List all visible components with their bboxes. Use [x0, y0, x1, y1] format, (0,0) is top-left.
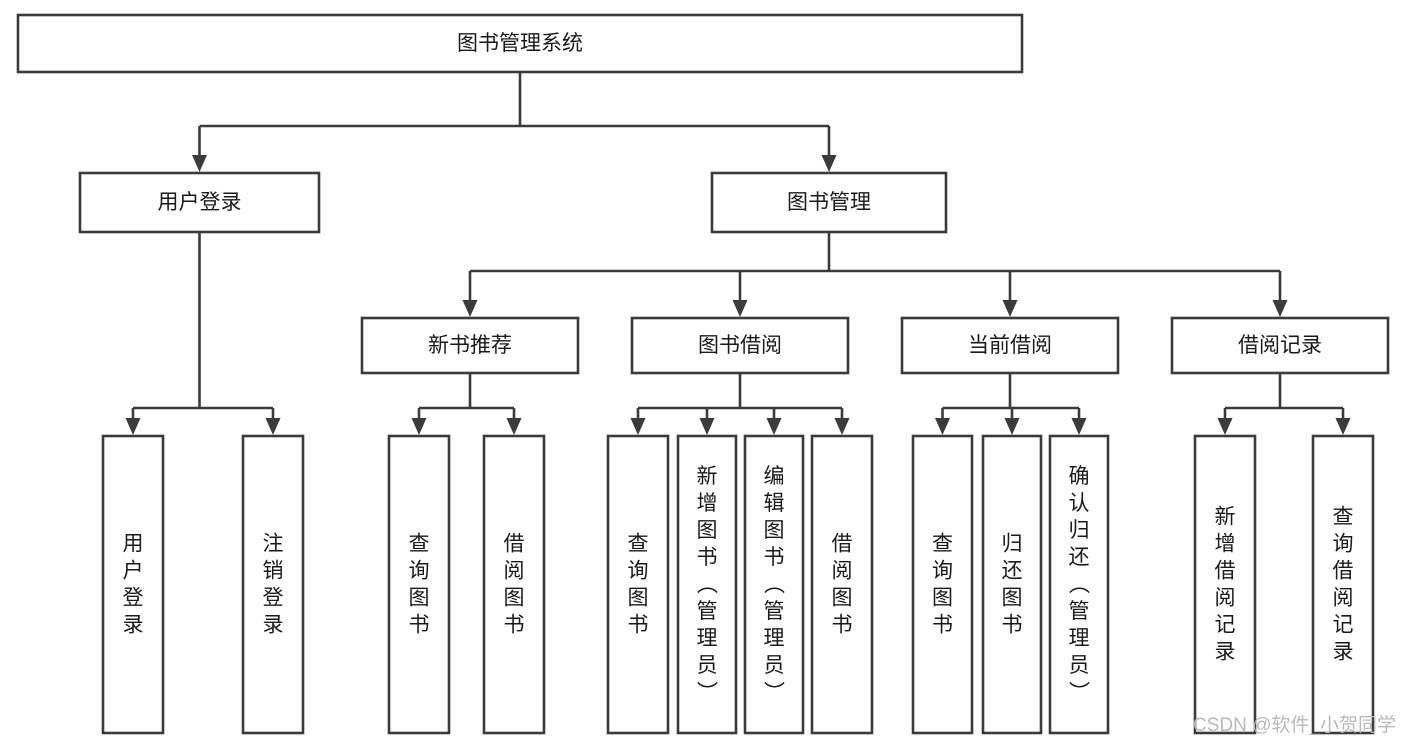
- arrow-head-icon: [834, 418, 850, 435]
- node-label-user-logout: 注销登录: [263, 533, 284, 637]
- node-label-add-borrow-record: 新增借阅记录: [1215, 506, 1236, 664]
- node-label-add-book: 新增图书（管理员）: [697, 465, 719, 704]
- arrow-head-icon: [1004, 418, 1020, 435]
- node-label-root: 图书管理系统: [457, 32, 583, 55]
- node-label-user-login: 用户登录: [158, 191, 242, 214]
- arrow-head-icon: [1071, 418, 1087, 435]
- arrow-head-icon: [821, 155, 837, 172]
- node-add-book[interactable]: 新增图书（管理员）: [676, 434, 738, 735]
- csdn-watermark: CSDN @软件_小贺同学: [1193, 714, 1396, 736]
- node-box-query-book-3[interactable]: [911, 434, 974, 735]
- node-user-login-do[interactable]: 用户登录: [101, 434, 165, 735]
- arrow-head-icon: [1002, 300, 1018, 317]
- node-box-confirm-return[interactable]: [1048, 434, 1110, 735]
- node-edit-book[interactable]: 编辑图书（管理员）: [743, 434, 805, 735]
- node-label-edit-book: 编辑图书（管理员）: [764, 465, 786, 704]
- node-book-manage[interactable]: 图书管理: [710, 171, 948, 234]
- arrow-head-icon: [265, 418, 281, 435]
- arrow-head-icon: [699, 418, 715, 435]
- node-label-book-borrow: 图书借阅: [698, 334, 782, 357]
- node-label-current-borrow: 当前借阅: [968, 334, 1052, 357]
- node-label-query-book-3: 查询图书: [932, 533, 953, 637]
- node-label-new-book-rec: 新书推荐: [428, 334, 512, 357]
- node-box-borrow-book-2[interactable]: [810, 434, 874, 735]
- node-label-query-book-2: 查询图书: [628, 533, 649, 637]
- arrow-head-icon: [935, 418, 950, 435]
- arrow-head-icon: [1272, 300, 1288, 317]
- node-new-book-rec[interactable]: 新书推荐: [360, 316, 580, 375]
- node-add-borrow-record[interactable]: 新增借阅记录: [1193, 434, 1257, 735]
- node-current-borrow[interactable]: 当前借阅: [900, 316, 1120, 375]
- node-book-borrow[interactable]: 图书借阅: [630, 316, 850, 375]
- node-box-query-book-1[interactable]: [387, 434, 451, 735]
- node-layer: 图书管理系统用户登录用户登录注销登录图书管理新书推荐查询图书借阅图书图书借阅查询…: [16, 13, 1390, 735]
- node-return-book[interactable]: 归还图书: [981, 434, 1043, 735]
- node-user-login[interactable]: 用户登录: [78, 171, 321, 234]
- node-label-query-book-1: 查询图书: [409, 533, 430, 637]
- node-query-book-1[interactable]: 查询图书: [387, 434, 451, 735]
- arrow-head-icon: [732, 300, 748, 317]
- node-box-user-login-do[interactable]: [101, 434, 165, 735]
- node-borrow-record[interactable]: 借阅记录: [1170, 316, 1390, 375]
- arrow-head-icon: [411, 418, 427, 435]
- node-box-new-book-rec[interactable]: [360, 316, 580, 375]
- node-box-user-login[interactable]: [78, 171, 321, 234]
- node-label-borrow-book-1: 借阅图书: [504, 533, 525, 637]
- node-box-query-book-2[interactable]: [606, 434, 670, 735]
- node-box-book-borrow[interactable]: [630, 316, 850, 375]
- node-label-query-borrow-record: 查询借阅记录: [1333, 506, 1354, 664]
- node-label-confirm-return: 确认归还（管理员）: [1069, 465, 1091, 704]
- node-box-add-borrow-record[interactable]: [1193, 434, 1257, 735]
- node-box-borrow-book-1[interactable]: [482, 434, 546, 735]
- node-box-edit-book[interactable]: [743, 434, 805, 735]
- node-label-borrow-book-2: 借阅图书: [832, 533, 853, 637]
- node-query-book-3[interactable]: 查询图书: [911, 434, 974, 735]
- arrow-head-icon: [125, 418, 141, 435]
- node-box-book-manage[interactable]: [710, 171, 948, 234]
- node-user-logout[interactable]: 注销登录: [241, 434, 305, 735]
- arrow-head-icon: [1217, 418, 1233, 435]
- connector-layer: [125, 72, 1351, 435]
- node-box-borrow-record[interactable]: [1170, 316, 1390, 375]
- node-label-user-login-do: 用户登录: [123, 533, 144, 637]
- arrow-head-icon: [192, 155, 207, 172]
- arrow-head-icon: [1335, 418, 1351, 435]
- node-box-current-borrow[interactable]: [900, 316, 1120, 375]
- arrow-head-icon: [506, 418, 522, 435]
- node-query-borrow-record[interactable]: 查询借阅记录: [1311, 434, 1375, 735]
- node-borrow-book-1[interactable]: 借阅图书: [482, 434, 546, 735]
- node-query-book-2[interactable]: 查询图书: [606, 434, 670, 735]
- arrow-head-icon: [766, 418, 782, 435]
- arrow-head-icon: [630, 418, 646, 435]
- node-box-query-borrow-record[interactable]: [1311, 434, 1375, 735]
- node-box-return-book[interactable]: [981, 434, 1043, 735]
- node-label-borrow-record: 借阅记录: [1238, 334, 1322, 357]
- node-box-root[interactable]: [16, 13, 1024, 74]
- node-box-user-logout[interactable]: [241, 434, 305, 735]
- node-box-add-book[interactable]: [676, 434, 738, 735]
- arrow-head-icon: [462, 300, 478, 317]
- node-root[interactable]: 图书管理系统: [16, 13, 1024, 74]
- node-label-book-manage: 图书管理: [787, 191, 871, 214]
- node-label-return-book: 归还图书: [1002, 533, 1023, 637]
- node-confirm-return[interactable]: 确认归还（管理员）: [1048, 434, 1110, 735]
- node-borrow-book-2[interactable]: 借阅图书: [810, 434, 874, 735]
